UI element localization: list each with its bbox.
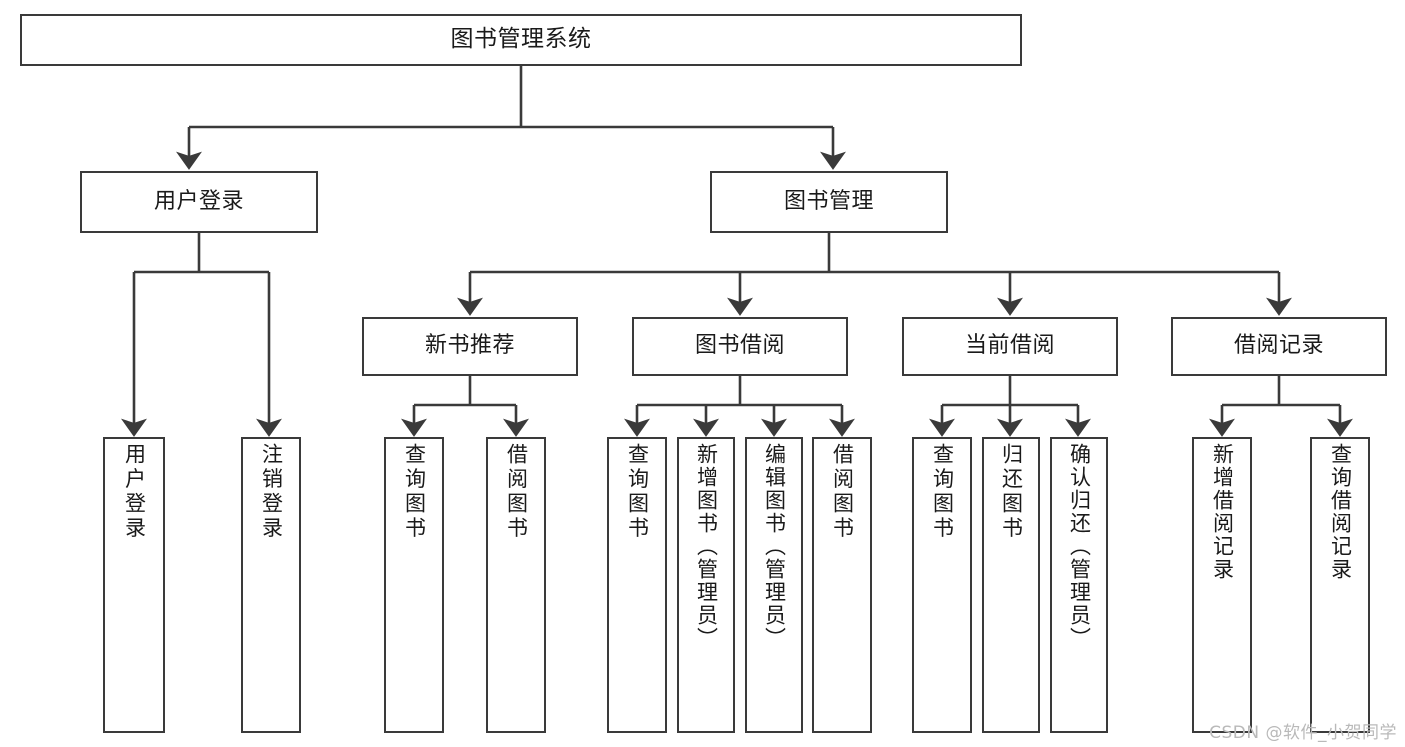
leaf-current-query-book-label: 查询图书: [930, 443, 955, 541]
leaf-current-confirm-return-label: 确认归还（管理员）: [1067, 443, 1092, 650]
leaf-user-login-logout[interactable]: 注销登录: [241, 437, 301, 733]
leaf-borrow-borrow-book[interactable]: 借阅图书: [812, 437, 872, 733]
node-user-login-label: 用户登录: [153, 188, 244, 214]
leaf-borrow-borrow-book-label: 借阅图书: [830, 443, 855, 541]
node-book-borrow-label: 图书借阅: [694, 333, 785, 359]
leaf-current-query-book[interactable]: 查询图书: [912, 437, 972, 733]
leaf-user-login-login-label: 用户登录: [122, 443, 147, 541]
leaf-user-login-logout-label: 注销登录: [259, 443, 284, 541]
leaf-new-book-borrow-label: 借阅图书: [504, 443, 529, 541]
watermark-text: CSDN @软件_小贺同学: [1209, 723, 1397, 743]
leaf-new-book-borrow[interactable]: 借阅图书: [486, 437, 546, 733]
leaf-borrow-query-book[interactable]: 查询图书: [607, 437, 667, 733]
leaf-new-book-query[interactable]: 查询图书: [384, 437, 444, 733]
leaf-records-query-record-label: 查询借阅记录: [1328, 443, 1353, 581]
node-book-management[interactable]: 图书管理: [710, 171, 948, 233]
leaf-current-return-book[interactable]: 归还图书: [982, 437, 1040, 733]
leaf-borrow-add-book-label: 新增图书（管理员）: [694, 443, 719, 650]
node-new-book-recommend[interactable]: 新书推荐: [362, 317, 578, 376]
leaf-borrow-edit-book[interactable]: 编辑图书（管理员）: [745, 437, 803, 733]
leaf-borrow-edit-book-label: 编辑图书（管理员）: [762, 443, 787, 650]
node-current-borrow-label: 当前借阅: [964, 333, 1055, 359]
leaf-records-query-record[interactable]: 查询借阅记录: [1310, 437, 1370, 733]
node-new-book-recommend-label: 新书推荐: [424, 333, 515, 359]
node-borrow-records-label: 借阅记录: [1233, 333, 1324, 359]
leaf-borrow-query-book-label: 查询图书: [625, 443, 650, 541]
node-book-management-label: 图书管理: [783, 188, 874, 214]
leaf-new-book-query-label: 查询图书: [402, 443, 427, 541]
node-current-borrow[interactable]: 当前借阅: [902, 317, 1118, 376]
node-user-login[interactable]: 用户登录: [80, 171, 318, 233]
leaf-current-confirm-return[interactable]: 确认归还（管理员）: [1050, 437, 1108, 733]
leaf-records-add-record[interactable]: 新增借阅记录: [1192, 437, 1252, 733]
node-root-label: 图书管理系统: [450, 26, 592, 53]
node-borrow-records[interactable]: 借阅记录: [1171, 317, 1387, 376]
leaf-records-add-record-label: 新增借阅记录: [1210, 443, 1235, 581]
leaf-user-login-login[interactable]: 用户登录: [103, 437, 165, 733]
leaf-borrow-add-book[interactable]: 新增图书（管理员）: [677, 437, 735, 733]
node-book-borrow[interactable]: 图书借阅: [632, 317, 848, 376]
node-root[interactable]: 图书管理系统: [20, 14, 1022, 66]
leaf-current-return-book-label: 归还图书: [999, 443, 1024, 541]
